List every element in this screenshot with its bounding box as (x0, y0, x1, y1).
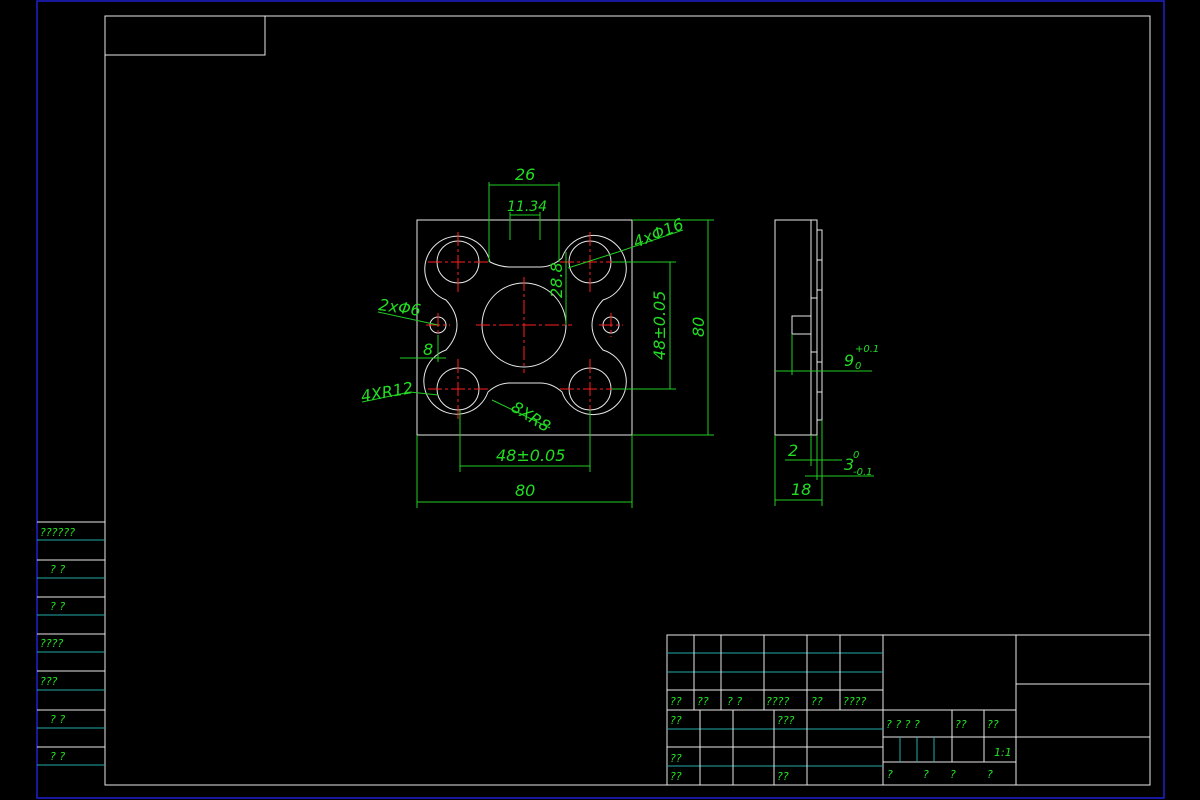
left-binding-column: ?????? ? ? ? ? ???? ??? ? ? ? ? (37, 521, 105, 766)
tb-row-label-4: ???? (766, 695, 790, 708)
side-view: 9 +0.1 0 2 3 0 -0.1 18 (774, 219, 879, 506)
dim-overall-width: 80 (515, 481, 535, 500)
dim-vert-pitch: 48±0.05 (650, 291, 669, 360)
dim-recess-tol-upper: 0 (853, 450, 859, 461)
dim-center: 28.8 (547, 262, 566, 298)
dim-top-inner: 11.34 (507, 199, 547, 215)
tb-bottom-label-1: ? (887, 768, 893, 781)
tb-right-header-2: ?? (955, 718, 967, 731)
dim-horiz-pitch: 48±0.05 (496, 446, 565, 465)
left-label-7: ? ? (50, 750, 65, 763)
centerlines (426, 232, 623, 419)
dim-top-width: 26 (515, 165, 535, 184)
tb-bottom-label-2: ? (923, 768, 929, 781)
tb-row-label-6: ???? (843, 695, 867, 708)
outer-border (36, 0, 1165, 799)
tb-row-label-2: ?? (697, 695, 709, 708)
tb-row-label-1: ?? (670, 695, 682, 708)
tb-scale: 1:1 (994, 746, 1012, 759)
left-label-1: ?????? (40, 526, 75, 539)
dim-groove-depth: 9 (844, 351, 854, 370)
tb-right-header-1: ? ? ? ? (886, 718, 920, 731)
left-label-6: ? ? (50, 713, 65, 726)
dim-overall-thickness: 18 (791, 480, 811, 499)
tb-left-label-2: ?? (670, 752, 682, 765)
dim-pin-holes: 2xΦ6 (377, 295, 422, 320)
inner-frame (104, 15, 1151, 786)
side-groove (791, 315, 812, 335)
tb-left-label-1: ?? (670, 714, 682, 727)
dim-recess-tol-lower: -0.1 (853, 467, 873, 478)
tb-row-label-5: ?? (811, 695, 823, 708)
dim-step-width: 2 (788, 441, 798, 460)
front-view: 26 11.34 4xΦ16 28.8 2xΦ6 8 48±0.05 80 4X… (359, 165, 714, 508)
dim-fillet-radius: 8XR8 (508, 397, 554, 436)
dim-overall-height: 80 (689, 317, 708, 337)
front-dimension-lines (361, 182, 714, 508)
side-dimension-lines (774, 334, 874, 506)
title-block: ?? ?? ? ? ???? ?? ???? ?? ?? ?? ??? ?? ?… (666, 634, 1151, 786)
dim-corner-radius: 4XR12 (359, 378, 414, 406)
tb-mid-label-1: ??? (777, 714, 795, 727)
left-label-5: ??? (40, 675, 58, 688)
dim-groove-tol-upper: +0.1 (855, 344, 879, 355)
side-step (817, 229, 823, 421)
dim-groove-tol-lower: 0 (855, 361, 861, 372)
tb-bottom-label-4: ? (987, 768, 993, 781)
side-outline (774, 219, 818, 436)
plate-outline (416, 219, 633, 436)
left-label-3: ? ? (50, 600, 65, 613)
drawing-number-box (104, 15, 266, 56)
tb-bottom-label-3: ? (950, 768, 956, 781)
pocket-outline (423, 234, 627, 416)
tb-mid-label-2: ?? (777, 770, 789, 783)
tb-left-label-3: ?? (670, 770, 682, 783)
left-label-4: ???? (40, 637, 64, 650)
dim-recess-depth: 3 (844, 455, 854, 474)
tb-row-label-3: ? ? (727, 695, 742, 708)
left-label-2: ? ? (50, 563, 65, 576)
dim-pin-offset: 8 (423, 340, 433, 359)
tb-right-header-3: ?? (987, 718, 999, 731)
